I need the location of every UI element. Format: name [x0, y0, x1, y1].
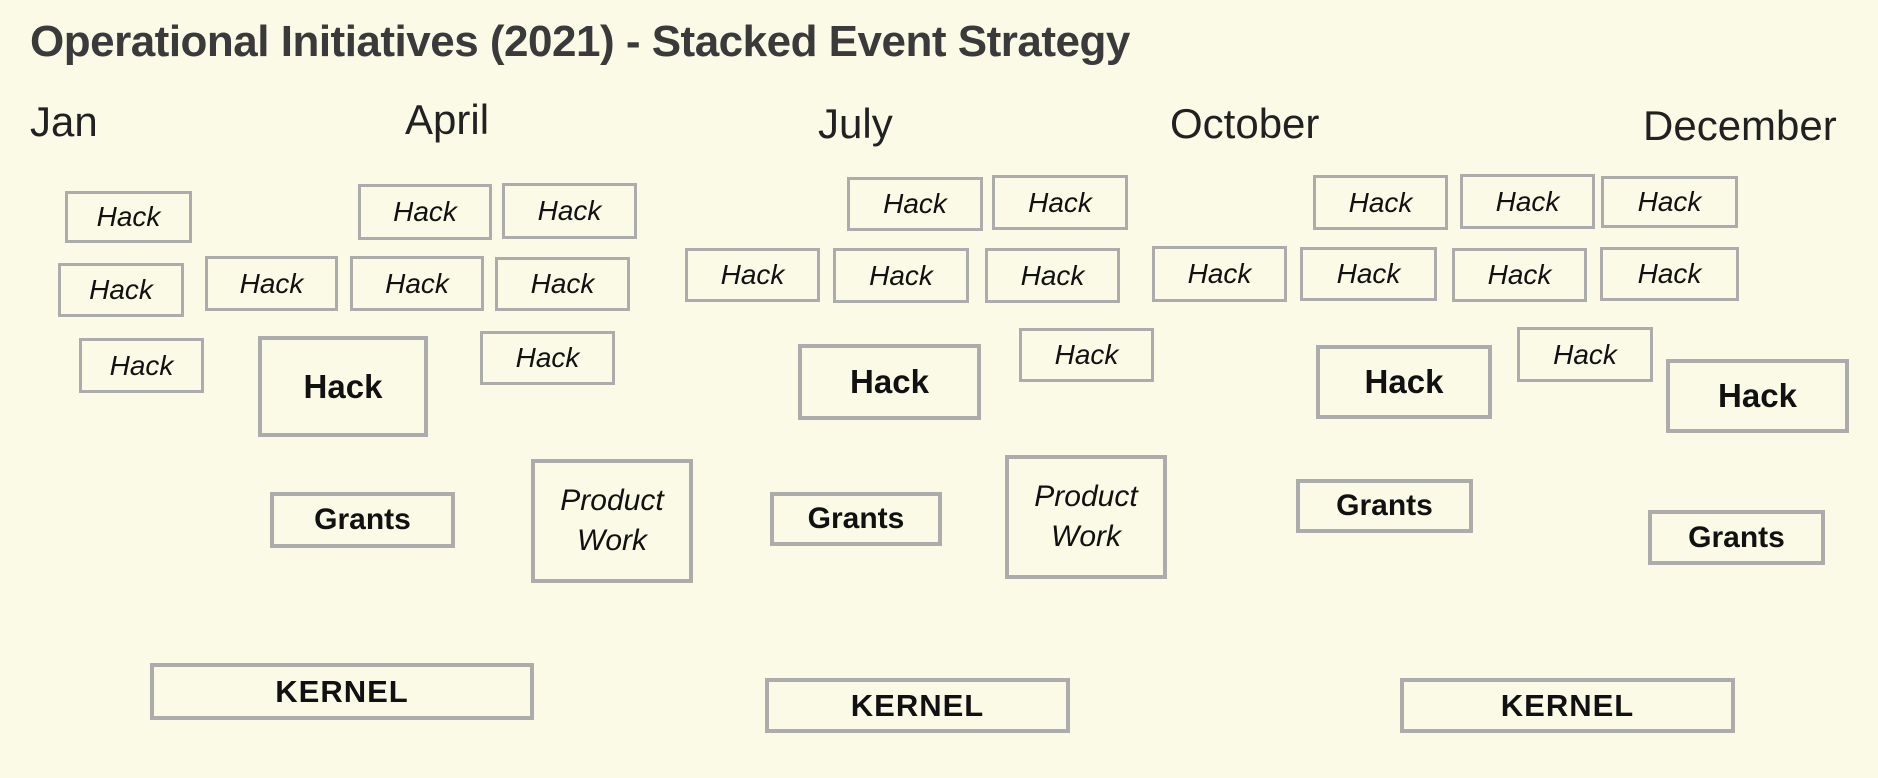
grants-box: Grants — [270, 492, 455, 548]
hack-box: Hack — [65, 191, 192, 243]
hack-box: Hack — [1452, 248, 1587, 302]
box-label: Product Work — [560, 483, 664, 558]
hack-box: Hack — [205, 256, 338, 311]
hack-box-large: Hack — [1316, 345, 1492, 419]
hack-box: Hack — [847, 177, 983, 231]
box-label: KERNEL — [850, 687, 985, 723]
hack-box: Hack — [1601, 176, 1738, 228]
hack-box: Hack — [350, 256, 484, 311]
hack-box: Hack — [1460, 174, 1595, 229]
product-work-box: Product Work — [1005, 455, 1167, 579]
hack-box: Hack — [992, 175, 1128, 230]
box-label: Hack — [1487, 259, 1552, 290]
hack-box: Hack — [833, 248, 969, 303]
hack-box: Hack — [495, 257, 630, 311]
box-label: Hack — [1348, 186, 1413, 218]
kernel-box: KERNEL — [765, 678, 1070, 733]
box-label: Hack — [393, 196, 457, 227]
box-label: KERNEL — [1500, 687, 1635, 723]
box-label: Grants — [1688, 520, 1785, 554]
box-label: Hack — [883, 188, 947, 219]
diagram-title: Operational Initiatives (2021) - Stacked… — [30, 17, 1130, 66]
box-label: Hack — [869, 259, 933, 291]
hack-box: Hack — [685, 248, 820, 302]
box-label: KERNEL — [275, 673, 409, 709]
month-label: Jan — [30, 98, 98, 145]
month-label: October — [1170, 100, 1320, 147]
kernel-box: KERNEL — [1400, 678, 1735, 733]
hack-box: Hack — [358, 184, 492, 240]
hack-box: Hack — [79, 338, 204, 393]
hack-box: Hack — [1313, 175, 1448, 230]
box-label: Hack — [303, 367, 383, 405]
month-label: April — [405, 96, 490, 143]
grants-box: Grants — [1648, 510, 1825, 565]
box-label: Product Work — [1034, 479, 1138, 554]
box-label: Hack — [1020, 259, 1085, 291]
hack-box: Hack — [1019, 328, 1154, 382]
product-work-box: Product Work — [531, 459, 693, 583]
hack-box: Hack — [480, 331, 615, 385]
box-label: Hack — [720, 259, 785, 290]
box-label: Hack — [1495, 185, 1560, 217]
box-label: Hack — [1718, 377, 1797, 414]
grants-box: Grants — [1296, 479, 1473, 533]
box-label: Hack — [1637, 258, 1702, 289]
box-label: Hack — [96, 201, 161, 232]
hack-box: Hack — [502, 183, 637, 239]
box-label: Hack — [515, 342, 580, 373]
box-label: Hack — [239, 267, 304, 299]
grants-box: Grants — [770, 492, 942, 546]
box-label: Grants — [314, 503, 411, 536]
box-label: Hack — [109, 349, 174, 381]
box-label: Hack — [89, 274, 153, 305]
box-label: Hack — [1028, 186, 1092, 218]
hack-box-large: Hack — [798, 344, 981, 420]
hack-box-large: Hack — [258, 336, 428, 437]
box-label: Hack — [385, 267, 449, 299]
hack-box: Hack — [1300, 247, 1437, 301]
month-label: December — [1643, 102, 1837, 149]
box-label: Hack — [537, 195, 602, 226]
box-label: Hack — [1187, 258, 1252, 289]
hack-box: Hack — [58, 263, 184, 317]
box-label: Hack — [530, 268, 595, 299]
box-label: Grants — [807, 502, 905, 535]
box-label: Hack — [1336, 258, 1401, 289]
hack-box: Hack — [1152, 246, 1287, 302]
box-label: Grants — [1336, 489, 1433, 522]
hack-box: Hack — [1517, 327, 1653, 382]
hack-box-large: Hack — [1666, 359, 1849, 433]
kernel-box: KERNEL — [150, 663, 534, 720]
box-label: Hack — [850, 363, 929, 400]
month-label: July — [818, 100, 893, 147]
box-label: Hack — [1637, 186, 1702, 217]
box-label: Hack — [1364, 363, 1444, 400]
box-label: Hack — [1054, 339, 1119, 370]
box-label: Hack — [1553, 338, 1617, 370]
hack-box: Hack — [1600, 247, 1739, 301]
hack-box: Hack — [985, 248, 1120, 303]
